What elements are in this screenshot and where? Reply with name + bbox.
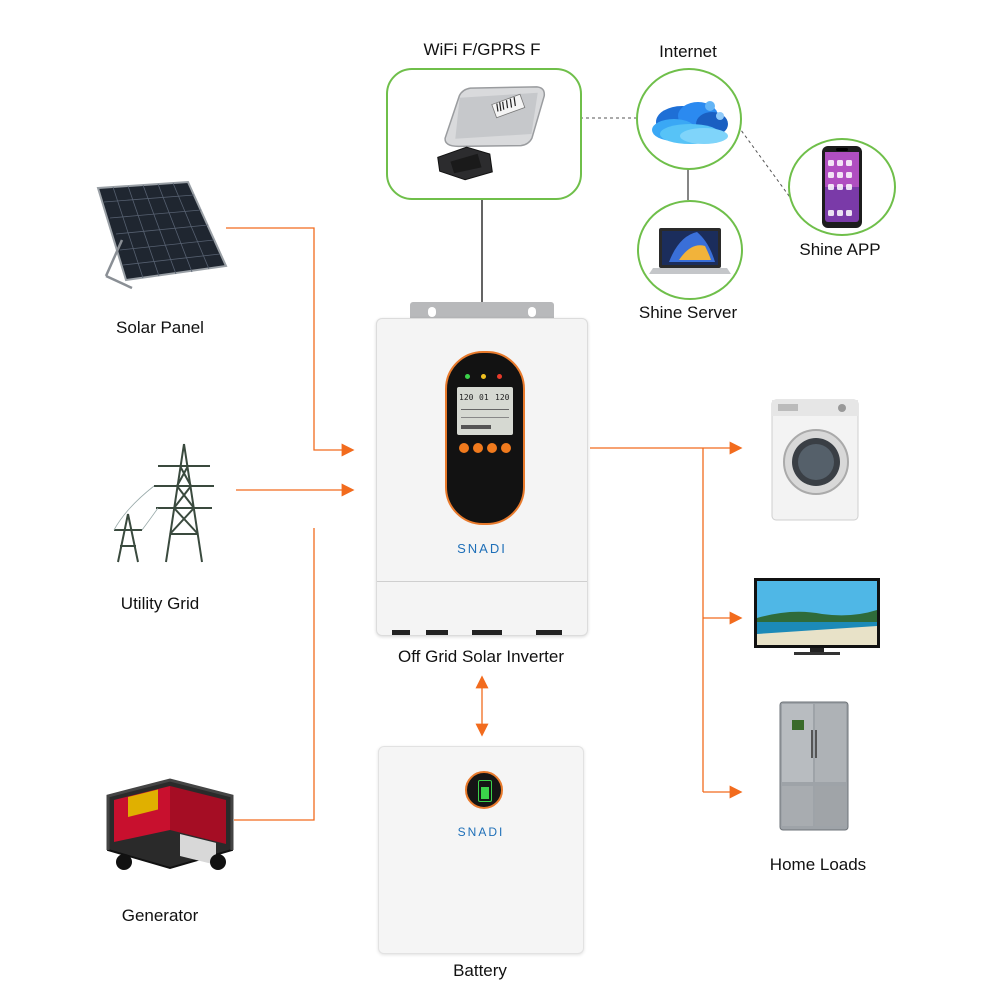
battery-brand: SNADI (457, 825, 505, 839)
generator-icon (106, 778, 234, 870)
smartphone-icon (822, 146, 862, 228)
power-tower-icon (113, 443, 214, 563)
lcd-readout-1: 120 (459, 393, 474, 402)
inverter-button-2[interactable] (473, 443, 483, 453)
television-icon (754, 578, 880, 655)
inverter-control-panel: 120 01 120 (445, 351, 525, 525)
battery-body: SNADI (378, 746, 584, 954)
lcd-readout-3: 120 (495, 393, 510, 402)
inverter-divider (377, 581, 587, 582)
inverter-button-3[interactable] (487, 443, 497, 453)
inverter-body: 120 01 120 SNADI (376, 318, 588, 636)
generator-to-inverter-line (234, 528, 315, 821)
inverter-brand: SNADI (457, 541, 507, 556)
cloud-icon (652, 101, 728, 144)
inverter-lcd: 120 01 120 (457, 387, 513, 435)
battery-label: Battery (453, 961, 507, 980)
internet-circle (636, 68, 742, 170)
server-circle (637, 200, 743, 300)
washing-machine-icon (771, 399, 859, 521)
solar-panel-icon (96, 180, 228, 290)
grid-label: Utility Grid (120, 594, 200, 613)
loads-label: Home Loads (769, 855, 867, 874)
inverter-button-4[interactable] (501, 443, 511, 453)
inverter-mount-bracket (410, 302, 554, 322)
app-circle (788, 138, 896, 236)
wifi-label: WiFi F/GPRS F (423, 40, 541, 59)
inverter-button-1[interactable] (459, 443, 469, 453)
generator-label: Generator (121, 906, 199, 925)
internet-app-dashed-line (737, 125, 793, 201)
server-label: Shine Server (638, 303, 738, 322)
inverter-label: Off Grid Solar Inverter (398, 647, 564, 666)
laptop-icon (649, 228, 731, 274)
lcd-readout-2: 01 (479, 393, 489, 402)
battery-icon (465, 771, 503, 809)
wifi-dongle-box (386, 68, 582, 200)
refrigerator-icon (779, 701, 849, 831)
solar-to-inverter-line (226, 227, 355, 457)
inverter-buttons (459, 443, 511, 455)
inverter-terminals (392, 630, 572, 636)
internet-label: Internet (659, 42, 717, 61)
solar-label: Solar Panel (116, 318, 204, 337)
app-label: Shine APP (799, 240, 881, 259)
wifi-dongle-icon (437, 86, 546, 181)
status-leds (463, 373, 507, 381)
